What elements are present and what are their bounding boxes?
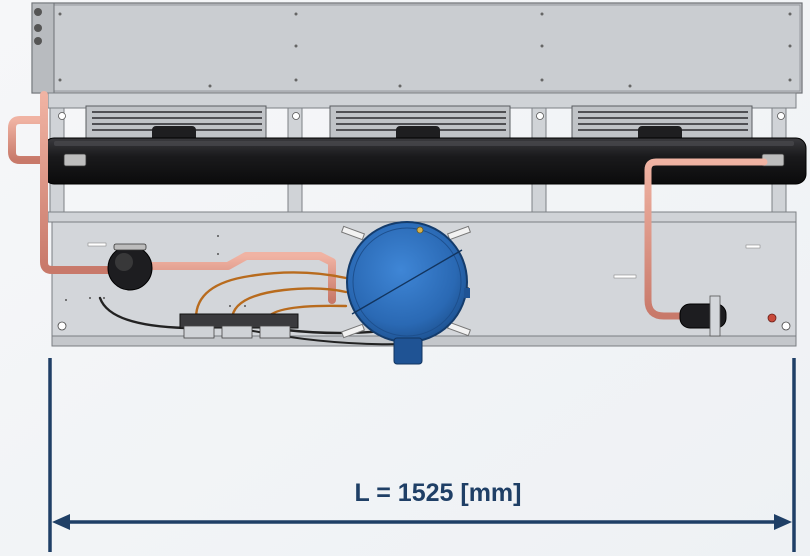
copper-piping: [8, 91, 773, 320]
receiver: [87, 242, 153, 291]
control-block: [179, 313, 299, 339]
dimension-annotation: [48, 358, 796, 552]
dimension-arrow-left: [52, 514, 70, 530]
dimension-label: L = 1525 [mm]: [354, 479, 522, 507]
condenser-top-panel: [31, 2, 803, 94]
dimension-arrow-right: [774, 514, 792, 530]
frame-bolts: [58, 112, 785, 120]
filter-drier: [679, 295, 777, 337]
header-pipe: [43, 137, 807, 185]
compressor: [340, 221, 472, 365]
